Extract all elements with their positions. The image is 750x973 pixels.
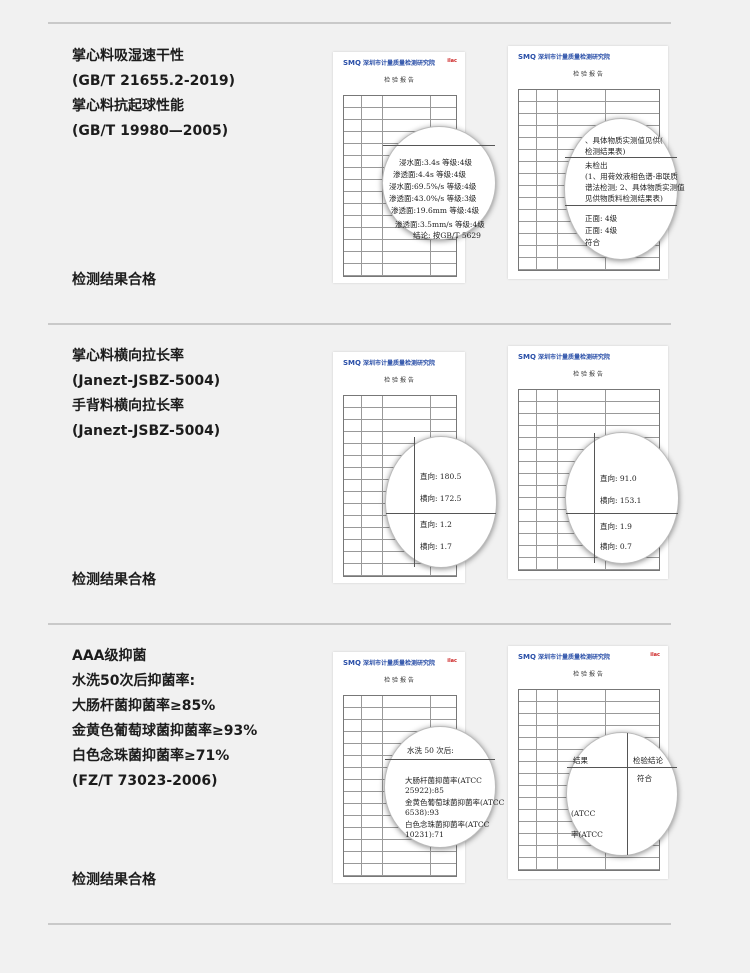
report-title: 检 验 报 告: [573, 71, 603, 78]
cma-logo: ilac: [650, 652, 660, 658]
result-text: 检测结果合格: [72, 572, 156, 588]
magnified-text: 直向: 1.9: [600, 522, 632, 531]
magnified-text: 白色念珠菌抑菌率(ATCC: [405, 820, 490, 829]
org-name: 深圳市计量质量检测研究院: [537, 354, 610, 361]
org-name: 深圳市计量质量检测研究院: [362, 60, 435, 67]
magnifier-left: 直向: 180.5 横向: 172.5 直向: 1.2 横向: 1.7: [385, 436, 497, 568]
spec-line: 水洗50次后抑菌率:: [72, 673, 196, 689]
org-name: 深圳市计量质量检测研究院: [362, 360, 435, 367]
brand-logo: SMQ: [518, 53, 536, 61]
cma-logo: ilac: [447, 658, 457, 664]
org-name: 深圳市计量质量检测研究院: [362, 660, 435, 667]
spec-line: 手背料横向拉长率: [72, 398, 184, 414]
brand-logo: SMQ: [518, 653, 536, 661]
brand-logo: SMQ: [343, 59, 361, 67]
magnified-text: 未检出: [585, 161, 608, 170]
magnified-text: 谱法检测; 2、具体物质实测值: [585, 183, 685, 192]
magnified-text: 渗透面:43.0%/s 等级:3级: [389, 194, 477, 203]
magnified-text: 6538):93: [405, 808, 440, 817]
section-elongation: 掌心料横向拉长率 (Janezt-JSBZ-5004) 手背料横向拉长率 (Ja…: [0, 340, 750, 620]
magnified-text: 检测结果表): [585, 147, 626, 156]
magnified-text: 直向: 91.0: [600, 474, 637, 483]
cma-logo: ilac: [447, 58, 457, 64]
magnified-text: 渗透面:3.5mm/s 等级:4级: [395, 220, 485, 229]
report-title: 检 验 报 告: [384, 377, 414, 384]
magnified-text: 符合: [637, 774, 652, 783]
magnified-text: 结果: [573, 756, 588, 765]
magnified-text: 正面: 4级: [585, 214, 618, 223]
org-name: 深圳市计量质量检测研究院: [537, 654, 610, 661]
spec-line: 大肠杆菌抑菌率≥85%: [72, 698, 216, 714]
magnified-text: 结论: 按GB/T 5629: [413, 231, 481, 240]
magnified-text: 25922):85: [405, 786, 444, 795]
spec-line: 掌心料吸湿速干性: [72, 48, 184, 64]
magnified-text: 正面: 4级: [585, 226, 618, 235]
magnified-text: 大肠杆菌抑菌率(ATCC: [405, 776, 482, 785]
magnified-text: 横向: 153.1: [600, 496, 642, 505]
divider: [48, 323, 671, 325]
brand-logo: SMQ: [518, 353, 536, 361]
magnified-text: 检验结论: [633, 756, 663, 765]
spec-line: 掌心料横向拉长率: [72, 348, 184, 364]
spec-text: 掌心料吸湿速干性 (GB/T 21655.2-2019) 掌心料抗起球性能 (G…: [72, 44, 322, 144]
magnified-text: 浸水面:3.4s 等级:4级: [399, 158, 472, 167]
divider-top: [48, 22, 671, 24]
brand-logo: SMQ: [343, 659, 361, 667]
magnified-text: 横向: 0.7: [600, 542, 632, 551]
spec-line: (FZ/T 73023-2006): [72, 773, 218, 789]
brand-logo: SMQ: [343, 359, 361, 367]
magnified-text: 渗透面:19.6mm 等级:4级: [391, 206, 480, 215]
magnified-text: 直向: 1.2: [420, 520, 452, 529]
magnified-text: 水洗 50 次后:: [407, 746, 454, 755]
magnified-text: 金黄色葡萄球菌抑菌率(ATCC: [405, 798, 505, 807]
magnifier-left: 水洗 50 次后: 大肠杆菌抑菌率(ATCC 25922):85 金黄色葡萄球菌…: [384, 726, 504, 848]
report-title: 检 验 报 告: [573, 371, 603, 378]
result-text: 检测结果合格: [72, 272, 156, 288]
magnified-text: 渗透面:4.4s 等级:4级: [393, 170, 466, 179]
magnified-text: (1、用荷效液相色谱-串联质: [585, 172, 678, 181]
magnifier-right: 直向: 91.0 横向: 153.1 直向: 1.9 横向: 0.7: [565, 432, 679, 564]
report-title: 检 验 报 告: [384, 677, 414, 684]
spec-line: AAA级抑菌: [72, 648, 147, 664]
magnified-text: 横向: 172.5: [420, 494, 462, 503]
magnified-text: 横向: 1.7: [420, 542, 452, 551]
org-name: 深圳市计量质量检测研究院: [537, 54, 610, 61]
result-text: 检测结果合格: [72, 872, 156, 888]
spec-text: AAA级抑菌 水洗50次后抑菌率: 大肠杆菌抑菌率≥85% 金黄色葡萄球菌抑菌率…: [72, 644, 322, 794]
section-antibacterial: AAA级抑菌 水洗50次后抑菌率: 大肠杆菌抑菌率≥85% 金黄色葡萄球菌抑菌率…: [0, 640, 750, 920]
magnified-text: 率(ATCC: [571, 830, 603, 839]
spec-line: (Janezt-JSBZ-5004): [72, 423, 221, 439]
magnified-text: 、具体物质实测值见供(: [585, 136, 663, 145]
spec-line: (Janezt-JSBZ-5004): [72, 373, 221, 389]
magnified-text: 直向: 180.5: [420, 472, 462, 481]
spec-line: 掌心料抗起球性能: [72, 98, 184, 114]
magnified-text: 符合: [585, 238, 600, 247]
magnified-text: 浸水面:69.5%/s 等级:4级: [389, 182, 477, 191]
report-title: 检 验 报 告: [384, 77, 414, 84]
spec-line: 白色念珠菌抑菌率≥71%: [72, 748, 230, 764]
section-moisture-pilling: 掌心料吸湿速干性 (GB/T 21655.2-2019) 掌心料抗起球性能 (G…: [0, 40, 750, 320]
divider: [48, 623, 671, 625]
magnified-text: 10231):71: [405, 830, 444, 839]
report-title: 检 验 报 告: [573, 671, 603, 678]
magnifier-left: 浸水面:3.4s 等级:4级 渗透面:4.4s 等级:4级 浸水面:69.5%/…: [382, 126, 496, 240]
spec-line: (GB/T 21655.2-2019): [72, 73, 236, 89]
spec-text: 掌心料横向拉长率 (Janezt-JSBZ-5004) 手背料横向拉长率 (Ja…: [72, 344, 322, 444]
divider-bottom: [48, 923, 671, 925]
magnified-text: 见供物质料检测结果表): [585, 194, 663, 203]
spec-line: (GB/T 19980—2005): [72, 123, 229, 139]
magnifier-right: 、具体物质实测值见供( 检测结果表) 未检出 (1、用荷效液相色谱-串联质 谱法…: [564, 118, 685, 260]
spec-line: 金黄色葡萄球菌抑菌率≥93%: [72, 723, 258, 739]
magnifier-right: 结果 检验结论 符合 (ATCC 率(ATCC: [566, 732, 678, 856]
magnified-text: (ATCC: [571, 809, 596, 818]
